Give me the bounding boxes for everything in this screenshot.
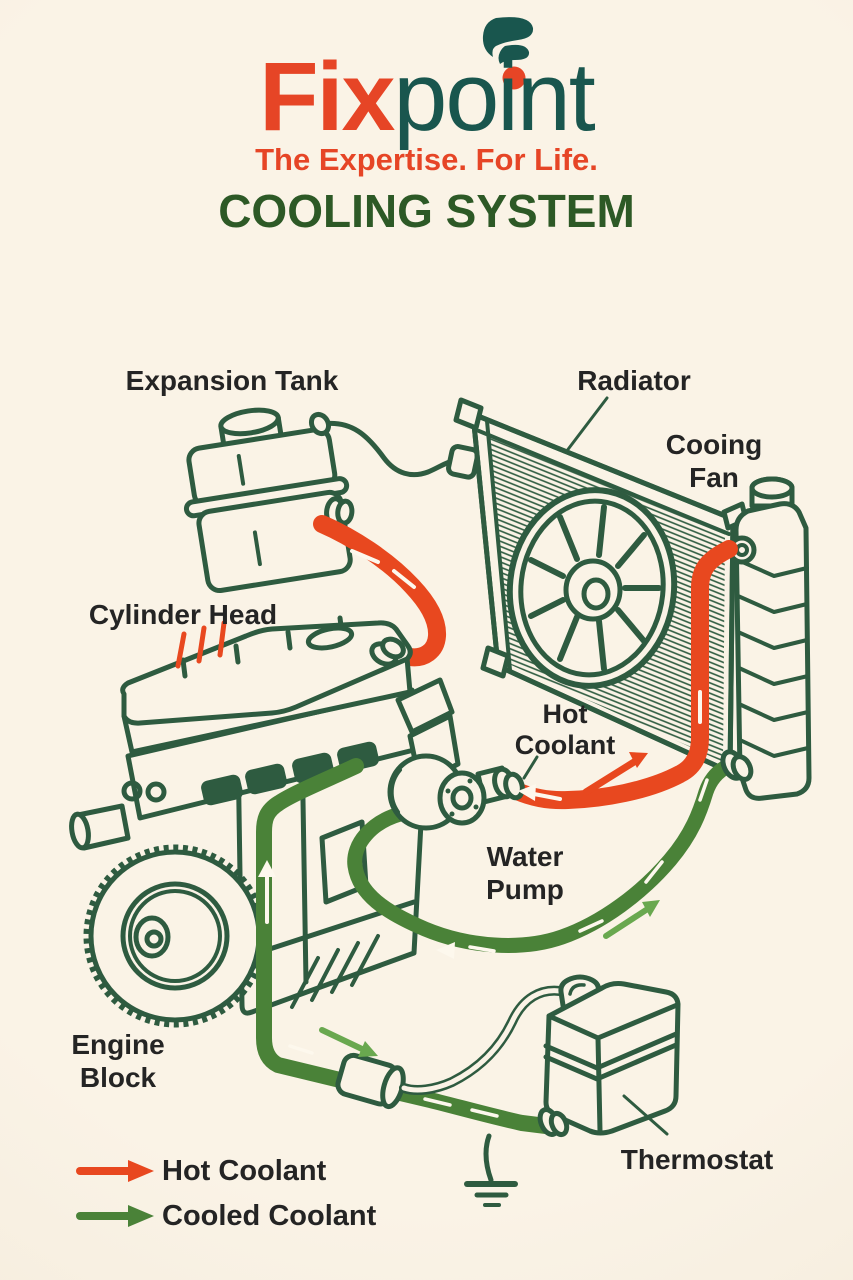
label-expansion-tank: Expansion Tank <box>125 365 339 396</box>
legend-cooled-arrow <box>76 1205 154 1227</box>
cooled-coolant-hose-radiator-drawing <box>347 749 754 959</box>
radiator-tank-drawing <box>727 476 812 801</box>
ground-symbol <box>464 1133 518 1207</box>
page-title: COOLING SYSTEM <box>218 185 635 237</box>
brand-logo-icon <box>482 17 534 90</box>
legend-hot-label: Hot Coolant <box>162 1155 327 1187</box>
leader-lines <box>522 396 669 1136</box>
overflow-hose-drawing <box>319 420 489 480</box>
brand-tagline: The Expertise. For Life. <box>255 142 598 177</box>
brand-point: point <box>393 42 595 151</box>
label-thermostat: Thermostat <box>620 1144 774 1175</box>
legend-hot-arrow <box>76 1160 154 1182</box>
cooling-fan-drawing <box>506 487 678 689</box>
brand-wordmark: Fixpoint <box>259 48 596 145</box>
thermostat-drawing <box>399 974 681 1207</box>
logo-dot <box>502 66 526 90</box>
water-pump-drawing <box>387 753 525 831</box>
label-radiator: Radiator <box>577 365 691 396</box>
expansion-tank-drawing <box>183 407 355 594</box>
brand-fix: Fix <box>259 42 395 151</box>
flow-arrows <box>319 752 660 1057</box>
cooled-coolant-hose-engine-drawing <box>256 758 554 1134</box>
legend-cooled-label: Cooled Coolant <box>162 1200 377 1232</box>
label-cylinder-head: Cylinder Head <box>88 599 278 630</box>
radiator-drawing <box>453 397 812 801</box>
valve-cover-drawing <box>120 615 413 755</box>
flywheel-drawing <box>83 844 267 1028</box>
cylinder-head-ticks <box>175 620 227 669</box>
